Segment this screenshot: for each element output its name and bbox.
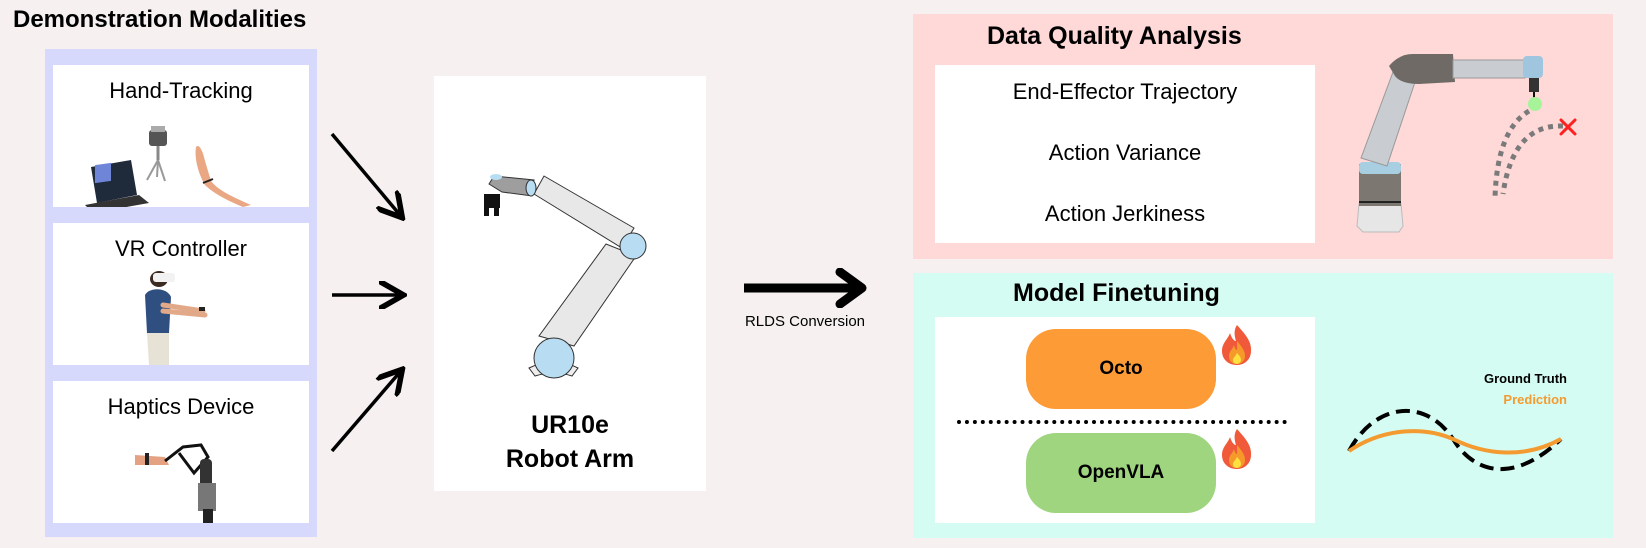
modalities-panel: Hand-Tracking: [45, 49, 317, 537]
arrow-haptics-device: [330, 372, 400, 453]
target-point-icon: [1528, 97, 1542, 111]
model-label: Octo: [1099, 358, 1143, 379]
model-finetuning-panel: Model Finetuning Octo OpenVLA Ground Tru…: [913, 273, 1613, 538]
modality-card-haptics-device: Haptics Device: [53, 381, 309, 523]
robot-name: UR10e Robot Arm: [434, 408, 706, 476]
camera-icon: [146, 126, 167, 182]
modality-arrows: [330, 132, 410, 453]
diagram-title: Demonstration Modalities: [13, 6, 307, 33]
metric-item: End-Effector Trajectory: [1012, 79, 1238, 104]
model-finetuning-title: Model Finetuning: [1013, 279, 1220, 307]
fire-icon: [1222, 429, 1252, 469]
fire-icon: [1222, 325, 1252, 365]
robot-arm-icon: [484, 174, 647, 379]
failed-trajectory: [1500, 123, 1564, 195]
model-openvla: OpenVLA: [1026, 433, 1216, 513]
data-quality-title: Data Quality Analysis: [987, 22, 1242, 50]
prediction-curve: [1347, 429, 1562, 455]
modality-label: VR Controller: [114, 236, 248, 261]
legend-prediction: Prediction: [1503, 392, 1567, 407]
good-trajectory: [1492, 108, 1531, 199]
metric-item: Action Variance: [1048, 140, 1202, 165]
model-octo: Octo: [1026, 329, 1216, 409]
modality-label: Hand-Tracking: [109, 78, 253, 103]
robot-photo-icon: [1356, 54, 1543, 233]
data-quality-metrics: End-Effector Trajectory Action Variance …: [935, 65, 1315, 243]
trajectory-comparison-plot: [1347, 408, 1563, 472]
model-list: Octo OpenVLA: [935, 317, 1315, 523]
modality-card-vr-controller: VR Controller: [53, 223, 309, 365]
robot-name-line1: UR10e: [531, 411, 609, 439]
model-label: OpenVLA: [1077, 462, 1165, 483]
data-quality-panel: Data Quality Analysis End-Effector Traje…: [913, 14, 1613, 259]
laptop-camera-hand-icon: [85, 126, 251, 207]
rlds-conversion-label: RLDS Conversion: [744, 313, 866, 330]
metric-item: Action Jerkiness: [1044, 201, 1206, 226]
fail-x-icon: [1559, 118, 1577, 136]
vr-user-icon: [145, 271, 208, 365]
hand-icon: [195, 145, 251, 207]
haptics-device-icon: [135, 443, 216, 523]
legend-ground-truth: Ground Truth: [1483, 371, 1567, 386]
modality-label: Haptics Device: [107, 394, 255, 419]
rlds-conversion-arrow: [744, 268, 867, 308]
model-divider: [957, 420, 1287, 424]
arrow-hand-tracking: [330, 132, 400, 215]
modality-card-hand-tracking: Hand-Tracking: [53, 65, 309, 207]
laptop-icon: [85, 160, 149, 207]
robot-name-line2: Robot Arm: [505, 445, 635, 473]
robot-card: UR10e Robot Arm: [434, 76, 706, 491]
trajectory-robot-illustration: [1356, 54, 1577, 233]
